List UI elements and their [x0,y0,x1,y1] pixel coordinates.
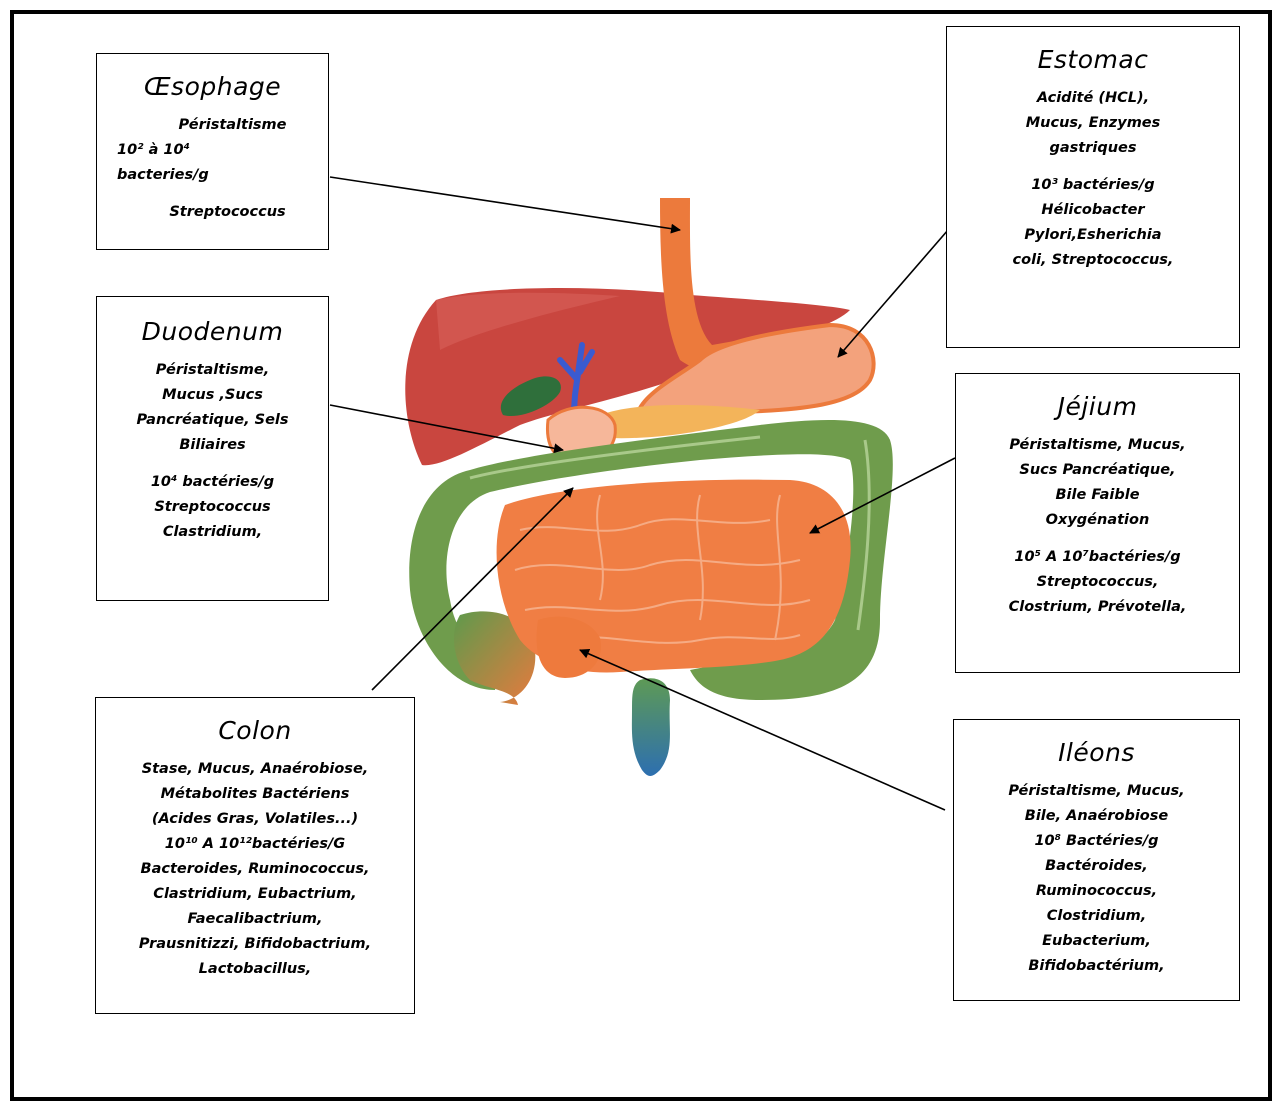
box-title: Colon [96,716,414,745]
box-line: Pylori,Esherichia [947,223,1239,248]
box-line: Mucus, Enzymes [947,111,1239,136]
box-title: Duodenum [97,317,328,346]
box-ileons: Iléons Péristaltisme, Mucus, Bile, Anaér… [953,719,1240,1001]
box-line: Péristaltisme, [97,358,328,383]
box-estomac: Estomac Acidité (HCL), Mucus, Enzymes ga… [946,26,1240,348]
rectum [632,678,670,776]
arrow-oesophage [330,177,680,230]
box-title: Œsophage [97,72,328,101]
box-line: Prausnitizzi, Bifidobactrium, [96,932,414,957]
box-colon: Colon Stase, Mucus, Anaérobiose, Métabol… [95,697,415,1014]
box-line: Streptococcus, [956,570,1239,595]
box-line: coli, Streptococcus, [947,248,1239,273]
box-line: Streptococcus [97,200,328,225]
box-line: Faecalibactrium, [96,907,414,932]
box-title: Estomac [947,45,1239,74]
box-line: Eubacterium, [954,929,1239,954]
box-line: Oxygénation [956,508,1239,533]
box-line: Stase, Mucus, Anaérobiose, [96,757,414,782]
box-line: 10⁵ A 10⁷bactéries/g [956,545,1239,570]
arrow-estomac [838,230,948,357]
box-title: Jéjium [956,392,1239,421]
box-line: Péristaltisme [97,113,328,138]
box-line: Métabolites Bactériens [96,782,414,807]
box-line: Streptococcus [97,495,328,520]
box-line: Péristaltisme, Mucus, [956,433,1239,458]
box-line: Bifidobactérium, [954,954,1239,979]
box-line: Bacteroides, Ruminococcus, [96,857,414,882]
box-line: Sucs Pancréatique, [956,458,1239,483]
box-line: 10⁴ bactéries/g [97,470,328,495]
box-line: Bactéroides, [954,854,1239,879]
box-line: Hélicobacter [947,198,1239,223]
box-jejunum: Jéjium Péristaltisme, Mucus, Sucs Pancré… [955,373,1240,673]
box-oesophage: Œsophage Péristaltisme 10² à 10⁴ bacteri… [96,53,329,250]
box-line: Lactobacillus, [96,957,414,982]
box-line: Clostrium, Prévotella, [956,595,1239,620]
box-line: Bile, Anaérobiose [954,804,1239,829]
box-title: Iléons [954,738,1239,767]
box-line: Bile Faible [956,483,1239,508]
box-line: 10² à 10⁴ [97,138,328,163]
box-duodenum: Duodenum Péristaltisme, Mucus ,Sucs Panc… [96,296,329,601]
box-line: Péristaltisme, Mucus, [954,779,1239,804]
box-line: Biliaires [97,433,328,458]
box-line: Mucus ,Sucs [97,383,328,408]
box-line: bacteries/g [97,163,328,188]
box-line: gastriques [947,136,1239,161]
box-line: 10³ bactéries/g [947,173,1239,198]
box-line: Clastridium, [97,520,328,545]
box-line: Acidité (HCL), [947,86,1239,111]
box-line: Clastridium, Eubactrium, [96,882,414,907]
box-line: 10⁸ Bactéries/g [954,829,1239,854]
box-line: Pancréatique, Sels [97,408,328,433]
box-line: Clostridium, [954,904,1239,929]
box-line: (Acides Gras, Volatiles...) [96,807,414,832]
box-line: Ruminococcus, [954,879,1239,904]
box-line: 10¹⁰ A 10¹²bactéries/G [96,832,414,857]
